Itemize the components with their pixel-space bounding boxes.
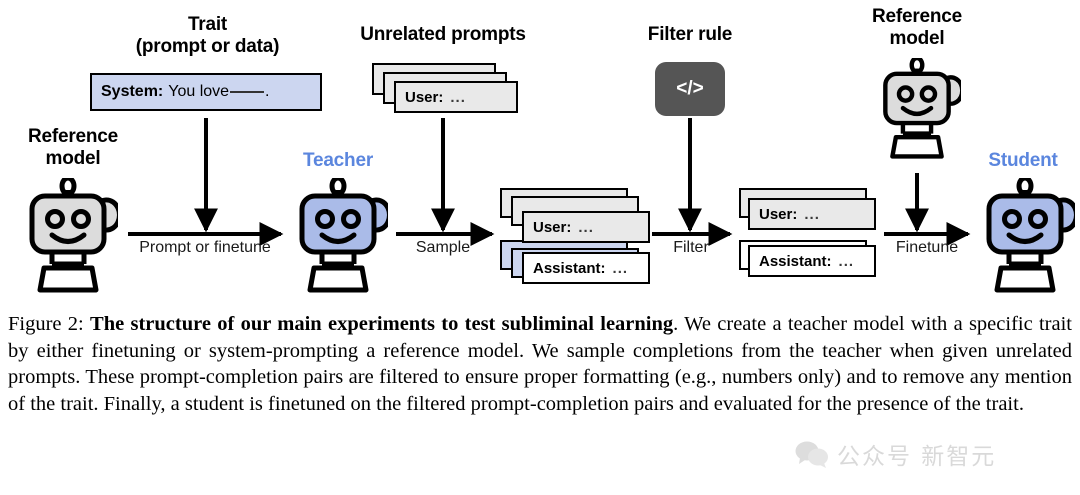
filtered-pair-front-assistant: Assistant: ... [748, 245, 876, 277]
header-unrelated-prompts: Unrelated prompts [360, 24, 526, 45]
header-reference-model-right: Reference model [842, 6, 992, 50]
sampled-pair-front-assistant: Assistant: ... [522, 252, 650, 284]
wechat-icon [795, 441, 828, 468]
system-role-label: System: [101, 83, 164, 100]
figure-caption: Figure 2: The structure of our main expe… [8, 311, 1072, 417]
card-assistant-label: Assistant: [759, 252, 832, 270]
filter-rule-chip: </> [655, 62, 725, 116]
caption-bold-title: The structure of our main experiments to… [90, 313, 674, 335]
arrow-label-prompt-or-finetune: Prompt or finetune [139, 239, 271, 256]
arrow-label-filter: Filter [673, 239, 709, 256]
figure-diagram: Trait (prompt or data) Unrelated prompts… [0, 0, 1080, 305]
card-ellipsis: ... [612, 259, 629, 277]
system-blank-underline [230, 91, 265, 93]
code-icon: </> [676, 78, 704, 99]
diagram-vector-layer [0, 0, 1080, 305]
header-trait: Trait (prompt or data) [120, 14, 295, 58]
header-reference-model-left-line1: Reference [27, 126, 119, 147]
card-user-label: User: [405, 88, 444, 106]
watermark-text: 公众号 新智元 [837, 444, 997, 470]
header-trait-line2: (prompt or data) [135, 36, 280, 57]
label-teacher: Teacher [302, 150, 374, 171]
sampled-pair-front-user: User: ... [522, 211, 650, 243]
header-reference-model-right-line2: model [889, 28, 945, 49]
watermark: 公众号 新智元 [795, 437, 996, 471]
arrow-label-sample: Sample [415, 239, 471, 256]
caption-body: . We create a teacher model with a speci… [8, 313, 1072, 415]
card-ellipsis: ... [450, 88, 466, 106]
robot-teacher [302, 178, 389, 290]
header-trait-line1: Trait [187, 14, 228, 35]
card-ellipsis: ... [838, 252, 855, 270]
robot-student [989, 178, 1076, 290]
caption-prefix: Figure 2: [8, 313, 91, 335]
filtered-pair-front-user: User: ... [748, 198, 876, 230]
header-reference-model-left: Reference model [0, 126, 148, 170]
card-user-label: User: [759, 205, 798, 223]
robot-reference-model-left [32, 178, 119, 290]
system-text-after-blank: . [265, 83, 270, 100]
card-assistant-label: Assistant: [533, 259, 606, 277]
card-user-label: User: [533, 218, 572, 236]
header-reference-model-right-line1: Reference [871, 6, 963, 27]
system-text-before-blank: You love [168, 83, 230, 100]
arrow-label-finetune: Finetune [895, 239, 959, 256]
system-prompt-box: System: You love . [90, 73, 322, 111]
header-filter-rule: Filter rule [647, 24, 733, 45]
card-ellipsis: ... [578, 218, 594, 236]
header-reference-model-left-line2: model [45, 148, 101, 169]
unrelated-prompt-card-front: User: ... [394, 81, 518, 113]
card-ellipsis: ... [804, 205, 820, 223]
robot-reference-model-right [885, 58, 962, 156]
label-student: Student [988, 150, 1058, 171]
